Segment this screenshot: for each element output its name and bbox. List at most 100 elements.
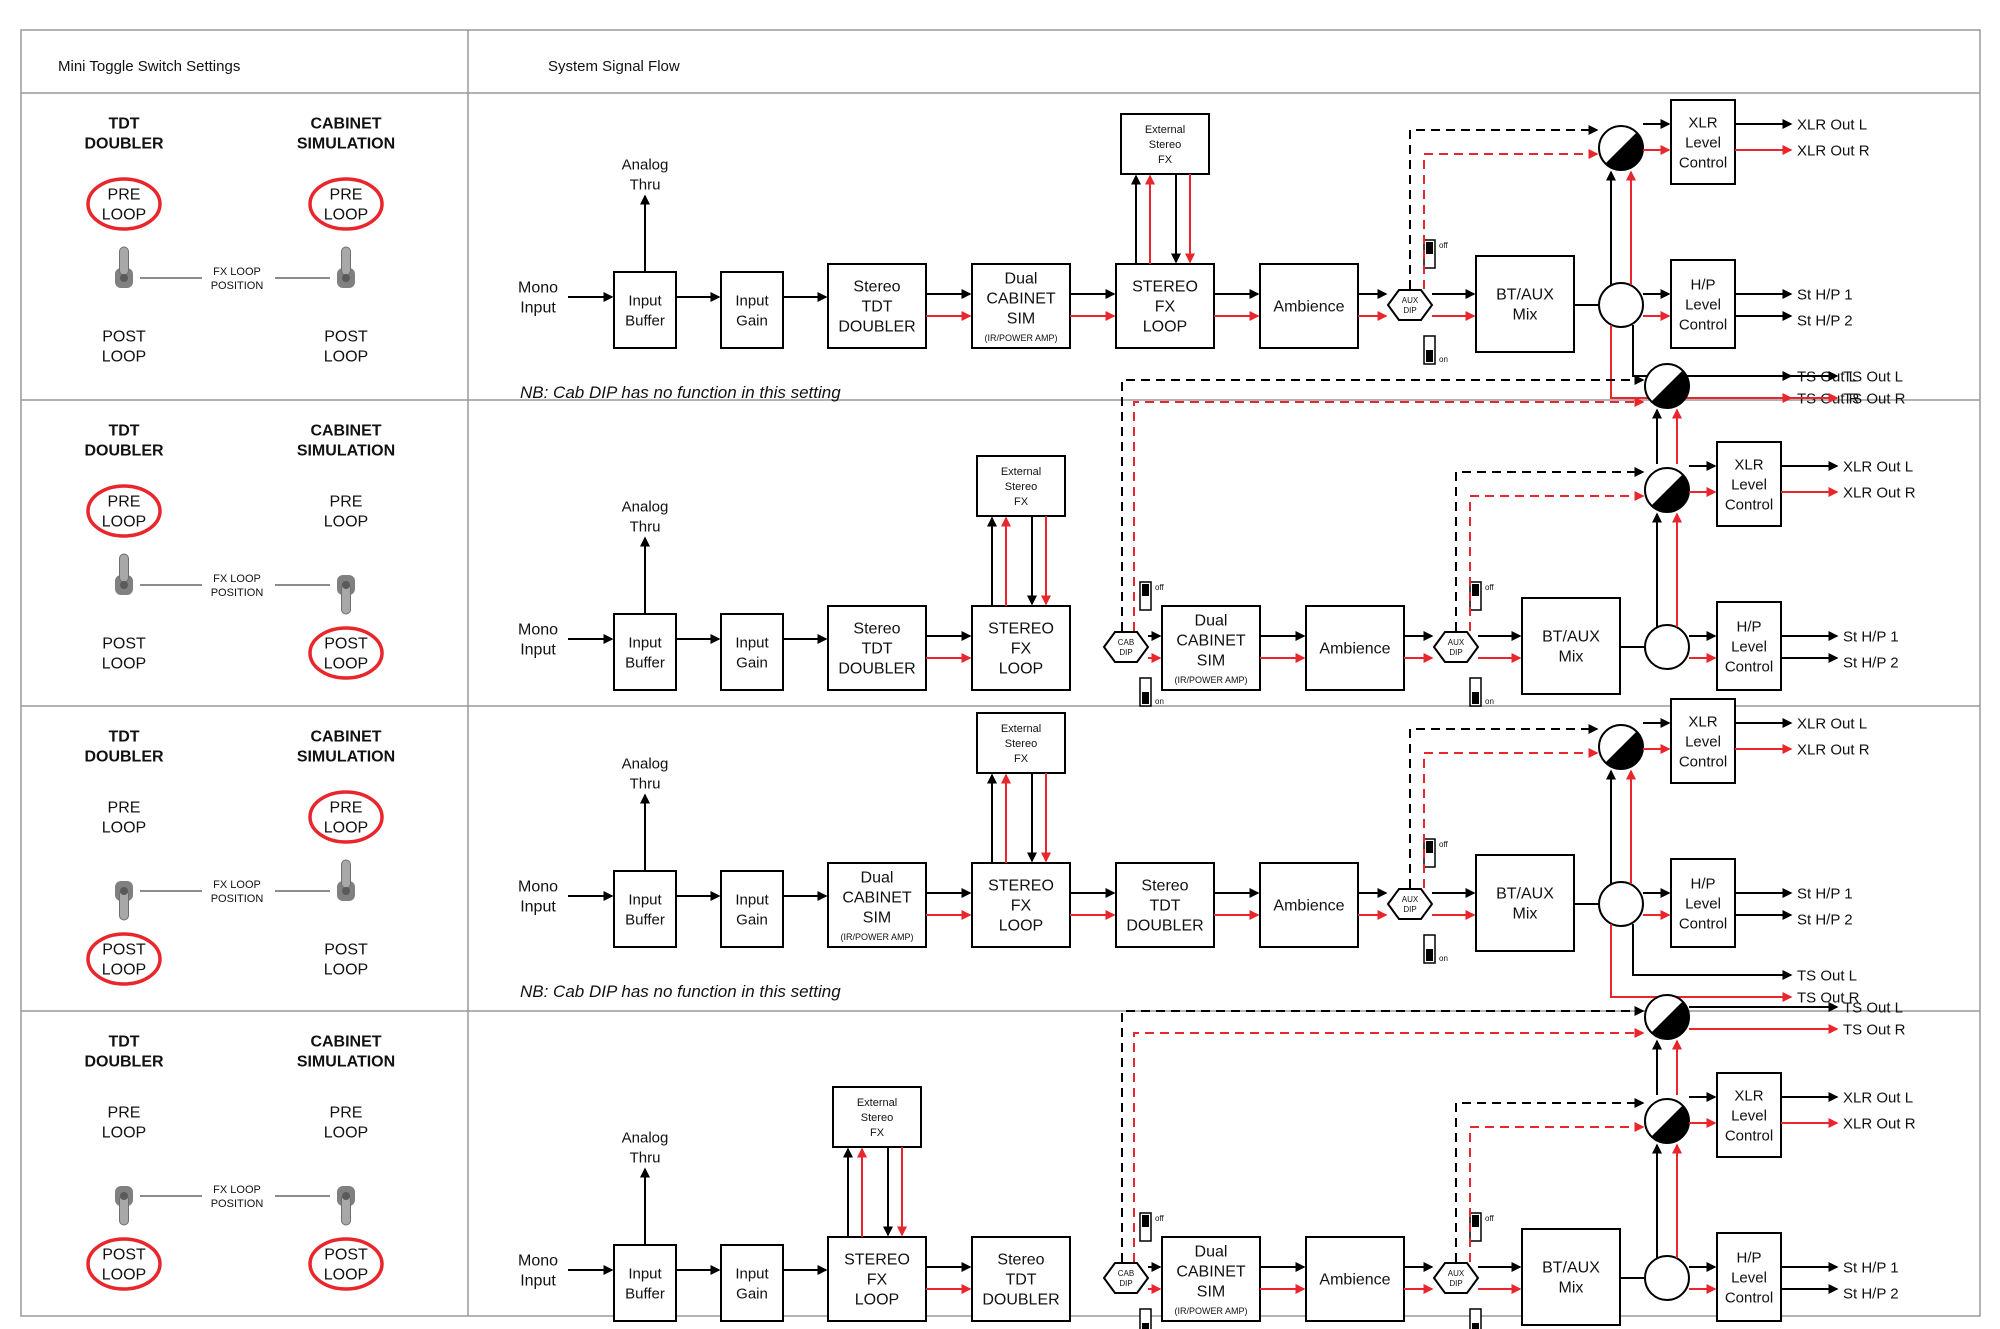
tdt-block bbox=[1115, 862, 1215, 948]
aux-dip-off-switch-label: off bbox=[1485, 1214, 1495, 1223]
cab-post-highlight bbox=[308, 1237, 384, 1291]
amb-block bbox=[1305, 605, 1405, 691]
red-signal-line bbox=[1469, 491, 1645, 631]
tdt-toggle-switch-pivot bbox=[120, 887, 128, 895]
aux-dip-off-switch-label: off bbox=[1439, 840, 1449, 849]
external-stereo-fx-block bbox=[976, 712, 1066, 774]
ir-power-amp-label: (IR/POWER AMP) bbox=[840, 932, 913, 942]
cab-dip-on-switch-label: on bbox=[1155, 697, 1164, 706]
ts-out-l-label: TS Out L bbox=[1843, 999, 1903, 1016]
ambience-label: Ambience bbox=[1319, 1272, 1390, 1289]
xlr-level-control-block bbox=[1670, 99, 1736, 185]
aux-dip-hexagon bbox=[1432, 1262, 1480, 1294]
aux-dip-hexagon bbox=[1386, 289, 1434, 321]
cab-dip-off-switch-label: off bbox=[1155, 583, 1165, 592]
tdt-toggle-switch-lever bbox=[119, 246, 129, 276]
ambience-label: Ambience bbox=[1273, 898, 1344, 915]
external-stereo-fx-block bbox=[832, 1086, 922, 1148]
st-hp-1-label: St H/P 1 bbox=[1797, 885, 1853, 902]
st-hp-1-label: St H/P 1 bbox=[1843, 628, 1899, 645]
black-signal-line bbox=[1455, 467, 1645, 631]
black-signal-line bbox=[1121, 375, 1645, 631]
ts-out-l-label: TS Out L bbox=[1843, 368, 1903, 385]
tdt-pre-highlight bbox=[86, 484, 162, 538]
aux-dip-off-switch-label: off bbox=[1485, 583, 1495, 592]
external-stereo-fx-block bbox=[976, 455, 1066, 517]
st-hp-2-label: St H/P 2 bbox=[1797, 312, 1853, 329]
cab-toggle-switch bbox=[337, 246, 355, 288]
xlr-pan-control-fill bbox=[1605, 132, 1643, 171]
tdt-toggle-switch bbox=[115, 246, 133, 288]
xlr-pan-control-fill bbox=[1651, 1105, 1689, 1143]
amb-block bbox=[1259, 862, 1359, 948]
st-hp-2-label: St H/P 2 bbox=[1843, 654, 1899, 671]
xlr-out-l-label: XLR Out L bbox=[1843, 458, 1913, 475]
cab-toggle-switch-lever bbox=[341, 859, 351, 889]
xlr-out-r-label: XLR Out R bbox=[1797, 142, 1870, 159]
ts-out-r-label: TS Out R bbox=[1797, 989, 1860, 1006]
cab-toggle-switch-pivot bbox=[342, 1192, 350, 1200]
st-hp-1-label: St H/P 1 bbox=[1843, 1259, 1899, 1276]
tdt-toggle-switch-lever bbox=[119, 553, 129, 583]
xlr-level-control-block bbox=[1716, 441, 1782, 527]
tdt-block bbox=[827, 605, 927, 691]
cab-dip-hexagon bbox=[1102, 631, 1150, 663]
input-gain-block bbox=[720, 870, 784, 948]
fx-block bbox=[827, 1236, 927, 1322]
output-split-node bbox=[1644, 624, 1690, 670]
cab-pre-highlight bbox=[308, 177, 384, 231]
output-split-node bbox=[1598, 881, 1644, 927]
black-signal-line bbox=[1632, 924, 1793, 980]
xlr-pan-control-fill bbox=[1651, 474, 1689, 512]
aux-dip-off-switch-lever bbox=[1426, 242, 1433, 254]
tdt-toggle-switch-pivot bbox=[120, 581, 128, 589]
input-gain-block bbox=[720, 1244, 784, 1322]
xlr-level-control-block bbox=[1716, 1072, 1782, 1158]
bt-aux-mix-block bbox=[1521, 597, 1621, 695]
aux-dip-on-switch-lever bbox=[1472, 1323, 1479, 1329]
red-signal-line bbox=[1423, 748, 1599, 888]
ambience-label: Ambience bbox=[1273, 299, 1344, 316]
cab-dip-on-switch-lever bbox=[1142, 1323, 1149, 1329]
black-signal-line bbox=[1121, 1006, 1645, 1262]
cab-post-highlight bbox=[308, 626, 384, 680]
tdt-toggle-switch bbox=[115, 1186, 133, 1226]
aux-dip-on-switch-lever bbox=[1426, 350, 1433, 362]
cab-dip-on-switch bbox=[1139, 1308, 1152, 1329]
external-stereo-fx-block bbox=[1120, 113, 1210, 175]
